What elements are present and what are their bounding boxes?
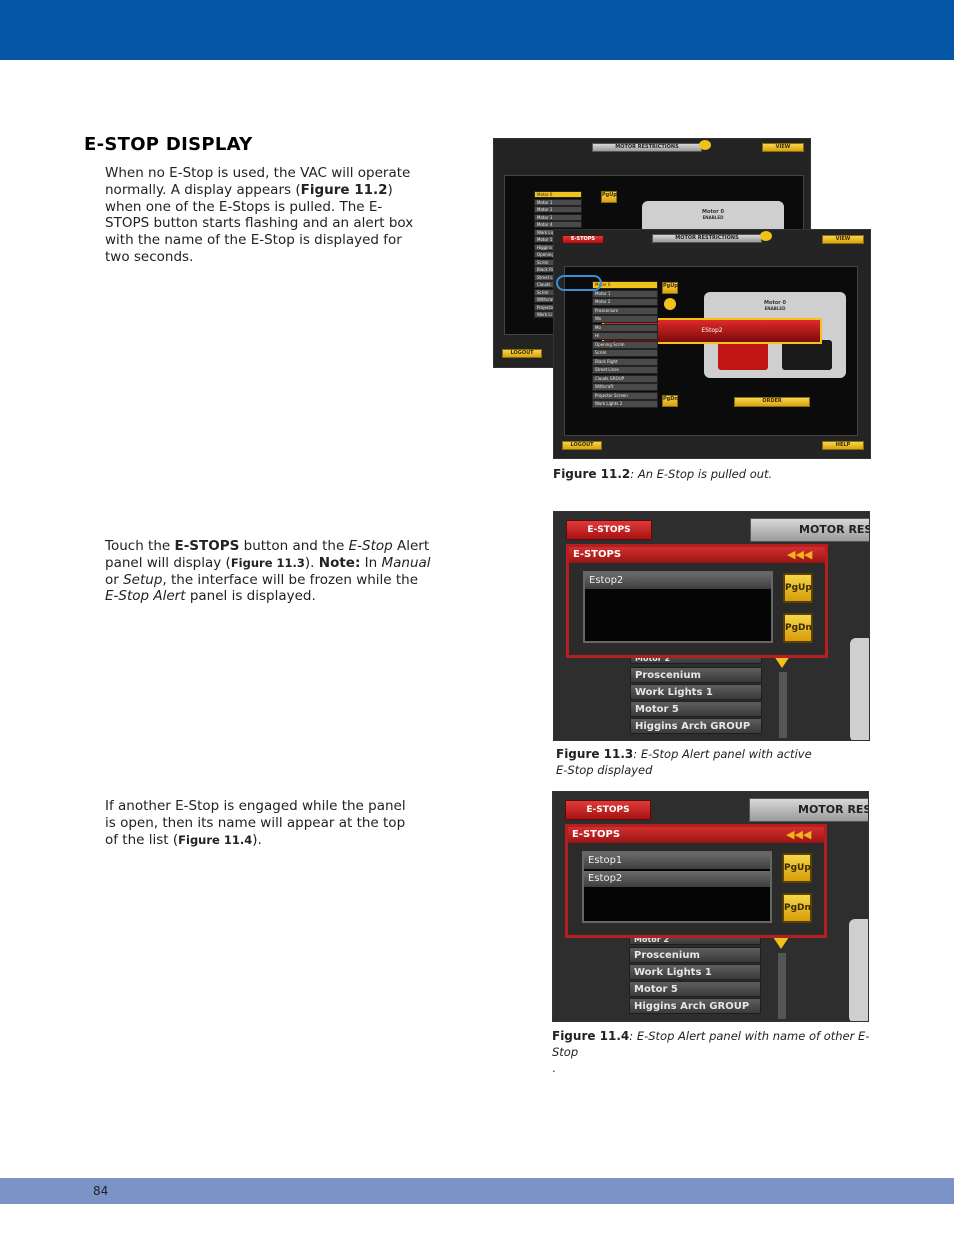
list-item[interactable]: Proscenium — [630, 667, 762, 683]
estop-panel-title: E-STOPS — [568, 827, 824, 843]
list-item[interactable]: Proscenium — [629, 947, 761, 963]
chevron-down-icon — [699, 140, 711, 150]
figure-ref: Figure 11.3 — [230, 555, 305, 570]
collapse-arrows-icon[interactable]: ◀◀◀ — [786, 828, 812, 841]
estop-alert-panel: E-STOPS ◀◀◀ Estop1 Estop2 PgUp PgDn — [565, 824, 827, 938]
figure-11-4-caption: Figure 11.4: E-Stop Alert panel with nam… — [552, 1029, 870, 1075]
scrollbar[interactable] — [778, 953, 786, 1019]
pgup-button[interactable]: PgUp — [782, 853, 812, 883]
list-item[interactable]: Withcraft — [592, 383, 658, 391]
motor-restrictions-button: MOTOR RESTRICTIONS — [652, 234, 762, 243]
list-item[interactable]: Work Lights 1 — [629, 964, 761, 980]
list-item[interactable]: Proscenium — [592, 306, 658, 315]
chevron-down-icon — [760, 231, 772, 241]
page-number: 84 — [93, 1184, 109, 1198]
figure-11-2-caption: Figure 11.2: An E-Stop is pulled out. — [553, 467, 773, 481]
list-item[interactable]: Street Lines — [592, 366, 658, 374]
list-item[interactable]: Scrim — [592, 349, 658, 357]
pgup-button[interactable]: PgUp — [783, 573, 813, 603]
motor-card-edge — [850, 638, 869, 740]
pgdn-button: PgDn — [662, 395, 678, 407]
pgup-button: PgUp — [662, 282, 678, 294]
list-item[interactable]: Opening Scrim — [592, 340, 658, 349]
collapse-arrows-icon[interactable]: ◀◀◀ — [787, 548, 813, 561]
list-item[interactable]: Motor 4 — [534, 221, 582, 228]
view-button: VIEW — [822, 235, 864, 244]
list-item[interactable]: Higgins Arch GROUP — [629, 998, 761, 1014]
logout-button: LOGOUT — [502, 349, 542, 358]
list-item[interactable]: Motor 2 — [534, 206, 582, 213]
estops-button: E-STOPS — [562, 235, 604, 244]
list-item[interactable]: Motor 3 — [534, 213, 582, 221]
list-item[interactable]: Work Lights 2 — [592, 400, 658, 408]
list-item[interactable]: Projector Screen — [592, 391, 658, 400]
motor-restrictions-button: MOTOR RES — [750, 518, 869, 542]
list-item[interactable]: Mo — [592, 323, 658, 332]
pgup-button: PgUp — [601, 191, 617, 203]
paragraph-touch-estops: Touch the E-STOPS button and the E-Stop … — [105, 538, 431, 605]
list-item[interactable]: Hi — [592, 332, 658, 340]
list-item[interactable]: Motor 0 — [592, 281, 658, 289]
list-item[interactable]: Motor 1 — [534, 198, 582, 206]
highlight-ellipse — [556, 275, 602, 291]
list-item[interactable]: Motor 1 — [592, 289, 658, 298]
motor-restrictions-button: MOTOR RESTRICTIONS — [592, 143, 702, 152]
view-button: VIEW — [762, 143, 804, 152]
figure-ref: Figure 11.2 — [300, 181, 388, 198]
estop-list: Estop1 Estop2 — [582, 851, 772, 923]
figure-11-3-screenshot: E-STOPS MOTOR RES Motor 2 E-STOPS ◀◀◀ Es… — [553, 511, 870, 741]
scrollbar[interactable] — [779, 672, 787, 738]
list-item[interactable]: Work Lights 1 — [630, 684, 762, 700]
list-item[interactable]: Clouds GROUP — [592, 374, 658, 383]
list-item[interactable]: Higgins Arch GROUP — [630, 718, 762, 734]
header-bar — [0, 0, 954, 60]
estop-row[interactable]: Estop2 — [584, 871, 770, 887]
estops-button: E-STOPS — [565, 800, 651, 820]
estop-panel-title: E-STOPS — [569, 547, 825, 563]
figure-11-4-screenshot: E-STOPS MOTOR RES Motor 2 E-STOPS ◀◀◀ Es… — [552, 791, 869, 1022]
list-item[interactable]: Black Right — [592, 357, 658, 366]
section-title: E-STOP DISPLAY — [84, 134, 253, 155]
estop-row[interactable]: Estop2 — [585, 573, 771, 589]
estops-button: E-STOPS — [566, 520, 652, 540]
paragraph-no-estop: When no E-Stop is used, the VAC will ope… — [105, 165, 414, 265]
chevron-down-icon — [773, 937, 789, 949]
pgdn-button[interactable]: PgDn — [783, 613, 813, 643]
order-button: ORDER — [734, 397, 810, 407]
list-item[interactable]: Motor 5 — [630, 701, 762, 717]
paragraph-another-estop: If another E-Stop is engaged while the p… — [105, 798, 406, 848]
help-button: HELP — [822, 441, 864, 450]
list-item[interactable]: Motor 2 — [592, 298, 658, 306]
footer-bar — [0, 1178, 954, 1204]
figure-ref: Figure 11.4 — [178, 832, 253, 847]
list-item[interactable]: Motor 0 — [534, 191, 582, 198]
list-item[interactable]: Motor 5 — [629, 981, 761, 997]
list-item[interactable]: Wo — [592, 315, 658, 323]
logout-button: LOGOUT — [562, 441, 602, 450]
chevron-up-icon — [664, 298, 676, 310]
pgdn-button[interactable]: PgDn — [782, 893, 812, 923]
figure-11-3-caption: Figure 11.3: E-Stop Alert panel with act… — [556, 747, 812, 777]
figure-11-2-front-screenshot: E-STOPS MOTOR RESTRICTIONS VIEW PgUp PgD… — [553, 229, 871, 459]
estop-list: Estop2 — [583, 571, 773, 643]
motor-card-edge — [849, 919, 868, 1021]
motor-restrictions-button: MOTOR RES — [749, 798, 868, 822]
estop-row[interactable]: Estop1 — [584, 853, 770, 869]
estop-alert-panel: E-STOPS ◀◀◀ Estop2 PgUp PgDn — [566, 544, 828, 658]
